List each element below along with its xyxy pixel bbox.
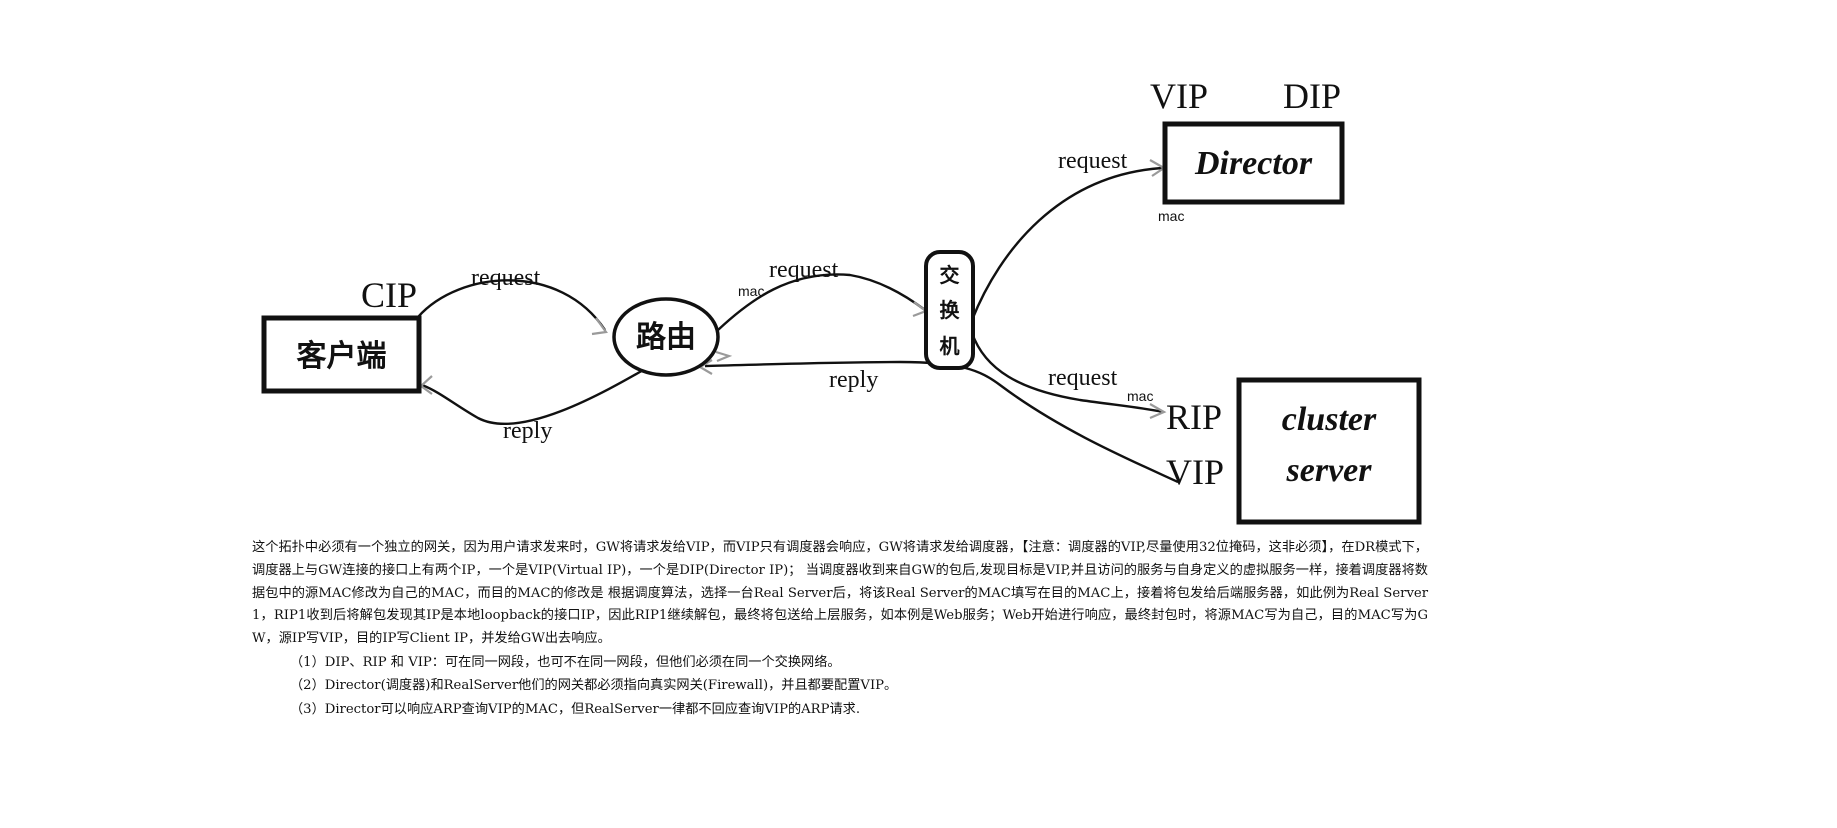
director-vip-label: VIP xyxy=(1150,76,1208,116)
edge-cluster-router-reply xyxy=(704,360,1179,484)
label-cluster-router-reply: reply xyxy=(829,367,878,393)
cluster-vip-label: VIP xyxy=(1166,452,1224,492)
arrow-tip-router-right xyxy=(715,350,733,363)
switch-box xyxy=(924,250,975,370)
cluster-rip-label: RIP xyxy=(1166,397,1222,437)
edge-client-router-request xyxy=(417,279,607,331)
director-box xyxy=(1162,121,1345,205)
switch-char-3: 机 xyxy=(940,334,960,358)
director-dip-label: DIP xyxy=(1283,76,1341,116)
router-ellipse xyxy=(612,297,720,377)
label-router-switch-request: request xyxy=(769,257,839,283)
connection-lines xyxy=(417,166,1179,484)
director-label: Director xyxy=(1194,145,1313,182)
explanation-paragraph: 这个拓扑中必须有一个独立的网关，因为用户请求发来时，GW将请求发给VIP，而VI… xyxy=(252,540,1428,647)
note-item-2: （2）Director(调度器)和RealServer他们的网关都必须指向真实网… xyxy=(290,678,898,694)
label-switch-cluster-mac: mac xyxy=(1127,388,1153,404)
router-node: 路由 xyxy=(612,297,720,377)
switch-char-1: 交 xyxy=(940,263,960,287)
cluster-label-line1: cluster xyxy=(1282,401,1377,438)
edge-switch-cluster-request xyxy=(970,332,1164,414)
switch-node: 交 换 机 xyxy=(924,250,975,370)
explanation-notes: 这个拓扑中必须有一个独立的网关，因为用户请求发来时，GW将请求发给VIP，而VI… xyxy=(252,537,1428,721)
label-client-router-request: request xyxy=(471,265,541,291)
note-item-1: （1）DIP、RIP 和 VIP：可在同一网段，也可不在同一网段，但他们必须在同… xyxy=(290,654,841,670)
edge-switch-director-request xyxy=(970,166,1163,321)
director-mac-label: mac xyxy=(1158,208,1184,224)
cluster-box xyxy=(1236,377,1422,525)
label-switch-cluster-request: request xyxy=(1048,365,1118,391)
note-item-3: （3）Director可以响应ARP查询VIP的MAC，但RealServer一… xyxy=(290,701,861,717)
cluster-node: cluster server xyxy=(1236,377,1422,525)
client-node: 客户端 xyxy=(261,315,422,394)
cip-label: CIP xyxy=(361,275,417,315)
client-box xyxy=(261,315,422,394)
client-label: 客户端 xyxy=(297,339,387,374)
switch-char-2: 换 xyxy=(940,298,961,322)
cluster-label-line2: server xyxy=(1286,452,1373,489)
arrow-tip-client-in xyxy=(419,375,433,395)
edge-router-switch-request xyxy=(717,273,926,331)
label-router-client-reply: reply xyxy=(503,418,552,444)
label-switch-director-request: request xyxy=(1058,148,1128,174)
arrow-tip-router-in xyxy=(591,317,608,336)
director-node: Director xyxy=(1162,121,1345,205)
edge-router-client-reply xyxy=(421,363,653,426)
label-router-switch-mac: mac xyxy=(738,283,764,299)
arrow-tip-cluster-in xyxy=(1149,403,1167,420)
router-label: 路由 xyxy=(636,320,696,355)
